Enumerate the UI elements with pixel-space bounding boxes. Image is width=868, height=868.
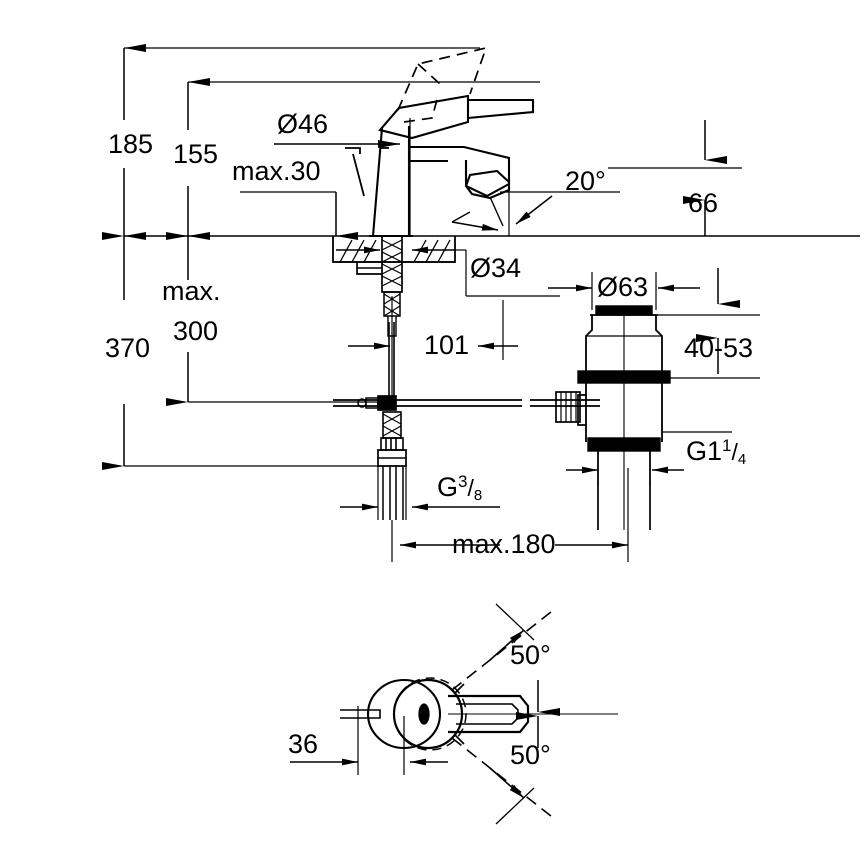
waste-assembly bbox=[555, 305, 671, 530]
index-hook bbox=[345, 147, 365, 197]
thread-g38-prefix: G bbox=[437, 472, 459, 502]
dimension-20deg bbox=[451, 186, 620, 236]
dimension-101 bbox=[348, 296, 518, 400]
dimension-label-36: 36 bbox=[288, 729, 319, 759]
dimension-label-50deg-upper: 50° bbox=[510, 640, 551, 670]
dimension-d34 bbox=[336, 246, 560, 297]
dimension-max300 bbox=[166, 232, 390, 406]
dimension-155 bbox=[166, 78, 540, 240]
thread-label-g114: G11/4 bbox=[686, 436, 747, 468]
dimension-label-185: 185 bbox=[108, 129, 154, 159]
dimension-label-66: 66 bbox=[688, 188, 719, 218]
thread-g38-numerator: 3 bbox=[458, 472, 468, 491]
dimension-label-d63: Ø63 bbox=[597, 272, 649, 302]
dimension-label-300: 300 bbox=[173, 316, 219, 346]
mounting-shank bbox=[356, 235, 403, 337]
dimension-g38 bbox=[340, 466, 500, 520]
thread-label-g38: G3/8 bbox=[437, 472, 483, 504]
dimension-370 bbox=[102, 232, 400, 470]
thread-g114-denominator: 4 bbox=[737, 451, 747, 468]
thread-g38-slash: / bbox=[467, 475, 474, 501]
dimension-label-20deg: 20° bbox=[565, 166, 606, 196]
dimension-label-155: 155 bbox=[173, 139, 219, 169]
dimension-185 bbox=[102, 44, 480, 240]
thread-g38-denominator: 8 bbox=[473, 487, 483, 504]
dimension-g114 bbox=[566, 431, 732, 486]
dimension-label-max180: max.180 bbox=[452, 529, 556, 559]
dimension-label-d34: Ø34 bbox=[470, 253, 522, 283]
lower-connection bbox=[377, 411, 407, 520]
dimension-max180 bbox=[391, 468, 629, 562]
thread-g114-slash: / bbox=[731, 439, 738, 465]
dimension-max30 bbox=[240, 191, 358, 240]
dimension-66 bbox=[608, 120, 742, 236]
spout-outlet bbox=[464, 169, 511, 200]
dimension-d63 bbox=[548, 272, 700, 310]
dimension-label-d46: Ø46 bbox=[277, 109, 329, 139]
dimension-label-40-53: 40-53 bbox=[684, 333, 754, 363]
thread-g114-numerator: 1 bbox=[722, 436, 732, 455]
dimension-d46 bbox=[274, 118, 411, 236]
thread-g114-prefix: G1 bbox=[686, 436, 723, 466]
dimension-label-370: 370 bbox=[105, 333, 151, 363]
handle-phantom bbox=[397, 46, 488, 123]
plan-rotation-view bbox=[290, 603, 618, 825]
dimension-40-53 bbox=[652, 268, 760, 379]
dimension-label-101: 101 bbox=[424, 330, 470, 360]
dimension-label-max: max. bbox=[162, 276, 221, 306]
dimension-label-max30: max.30 bbox=[232, 156, 321, 186]
dimension-label-50deg-lower: 50° bbox=[510, 740, 551, 770]
